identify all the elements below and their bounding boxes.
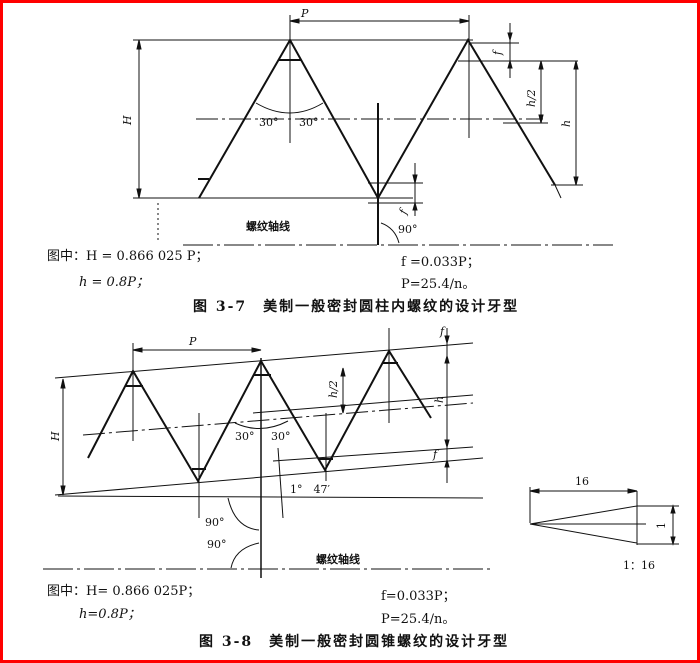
axis-label: 螺纹轴线 xyxy=(246,219,290,233)
right-angle-label-2: 90° xyxy=(207,538,227,551)
formula-h: h = 0.8P； xyxy=(79,275,149,290)
taper-angle-label: 1° 47′ xyxy=(290,483,330,496)
caption-3-8: 图 3-8 美制一般密封圆锥螺纹的设计牙型 xyxy=(199,634,510,650)
H-label: H xyxy=(121,115,134,126)
formula-H-3-8: 图中：H= 0.866 025P； xyxy=(47,584,201,599)
angle-right-label-3-8: 30° xyxy=(271,430,291,443)
formula-h-3-8: h=0.8P； xyxy=(79,607,141,622)
figure-3-8-drawing: P H h/2 h f f 30° 30° 1° 47′ 90° 90° 螺纹轴… xyxy=(43,325,679,578)
right-angle-label: 90° xyxy=(398,223,418,236)
h-half-label-3-8: h/2 xyxy=(327,380,340,398)
figure-3-7-drawing: P H f h/2 h f 30° 30° 90° 螺纹轴线 xyxy=(121,7,613,246)
pitch-label: P xyxy=(300,7,309,20)
h-label-3-8: h xyxy=(433,396,446,403)
angle-left-label: 30° xyxy=(259,116,279,129)
h-half-label: h/2 xyxy=(525,89,538,107)
right-angle-label-1: 90° xyxy=(205,516,225,529)
taper-ratio-label: 1：16 xyxy=(623,559,655,572)
H-label-3-8: H xyxy=(49,431,62,442)
formula-H: 图中：H = 0.866 025 P； xyxy=(47,249,209,264)
f-bottom-label-3-8: f xyxy=(432,448,439,461)
formula-f: f =0.033P； xyxy=(401,255,480,270)
taper-length-label: 16 xyxy=(575,475,589,488)
formula-P: P=25.4/n。 xyxy=(401,277,476,292)
angle-right-label: 30° xyxy=(299,116,319,129)
pitch-label-3-8: P xyxy=(188,335,197,348)
f-top-label: f xyxy=(491,49,504,56)
f-top-label-3-8: f xyxy=(439,325,446,338)
angle-left-label-3-8: 30° xyxy=(235,430,255,443)
f-bottom-label: f xyxy=(396,206,411,217)
formula-f-3-8: f=0.033P； xyxy=(381,589,456,604)
formula-P-3-8: P=25.4/n。 xyxy=(381,612,456,627)
h-label: h xyxy=(560,120,573,127)
taper-height-label: 1 xyxy=(655,522,668,529)
caption-3-7: 图 3-7 美制一般密封圆柱内螺纹的设计牙型 xyxy=(193,299,520,315)
axis-label-3-8: 螺纹轴线 xyxy=(316,552,360,566)
